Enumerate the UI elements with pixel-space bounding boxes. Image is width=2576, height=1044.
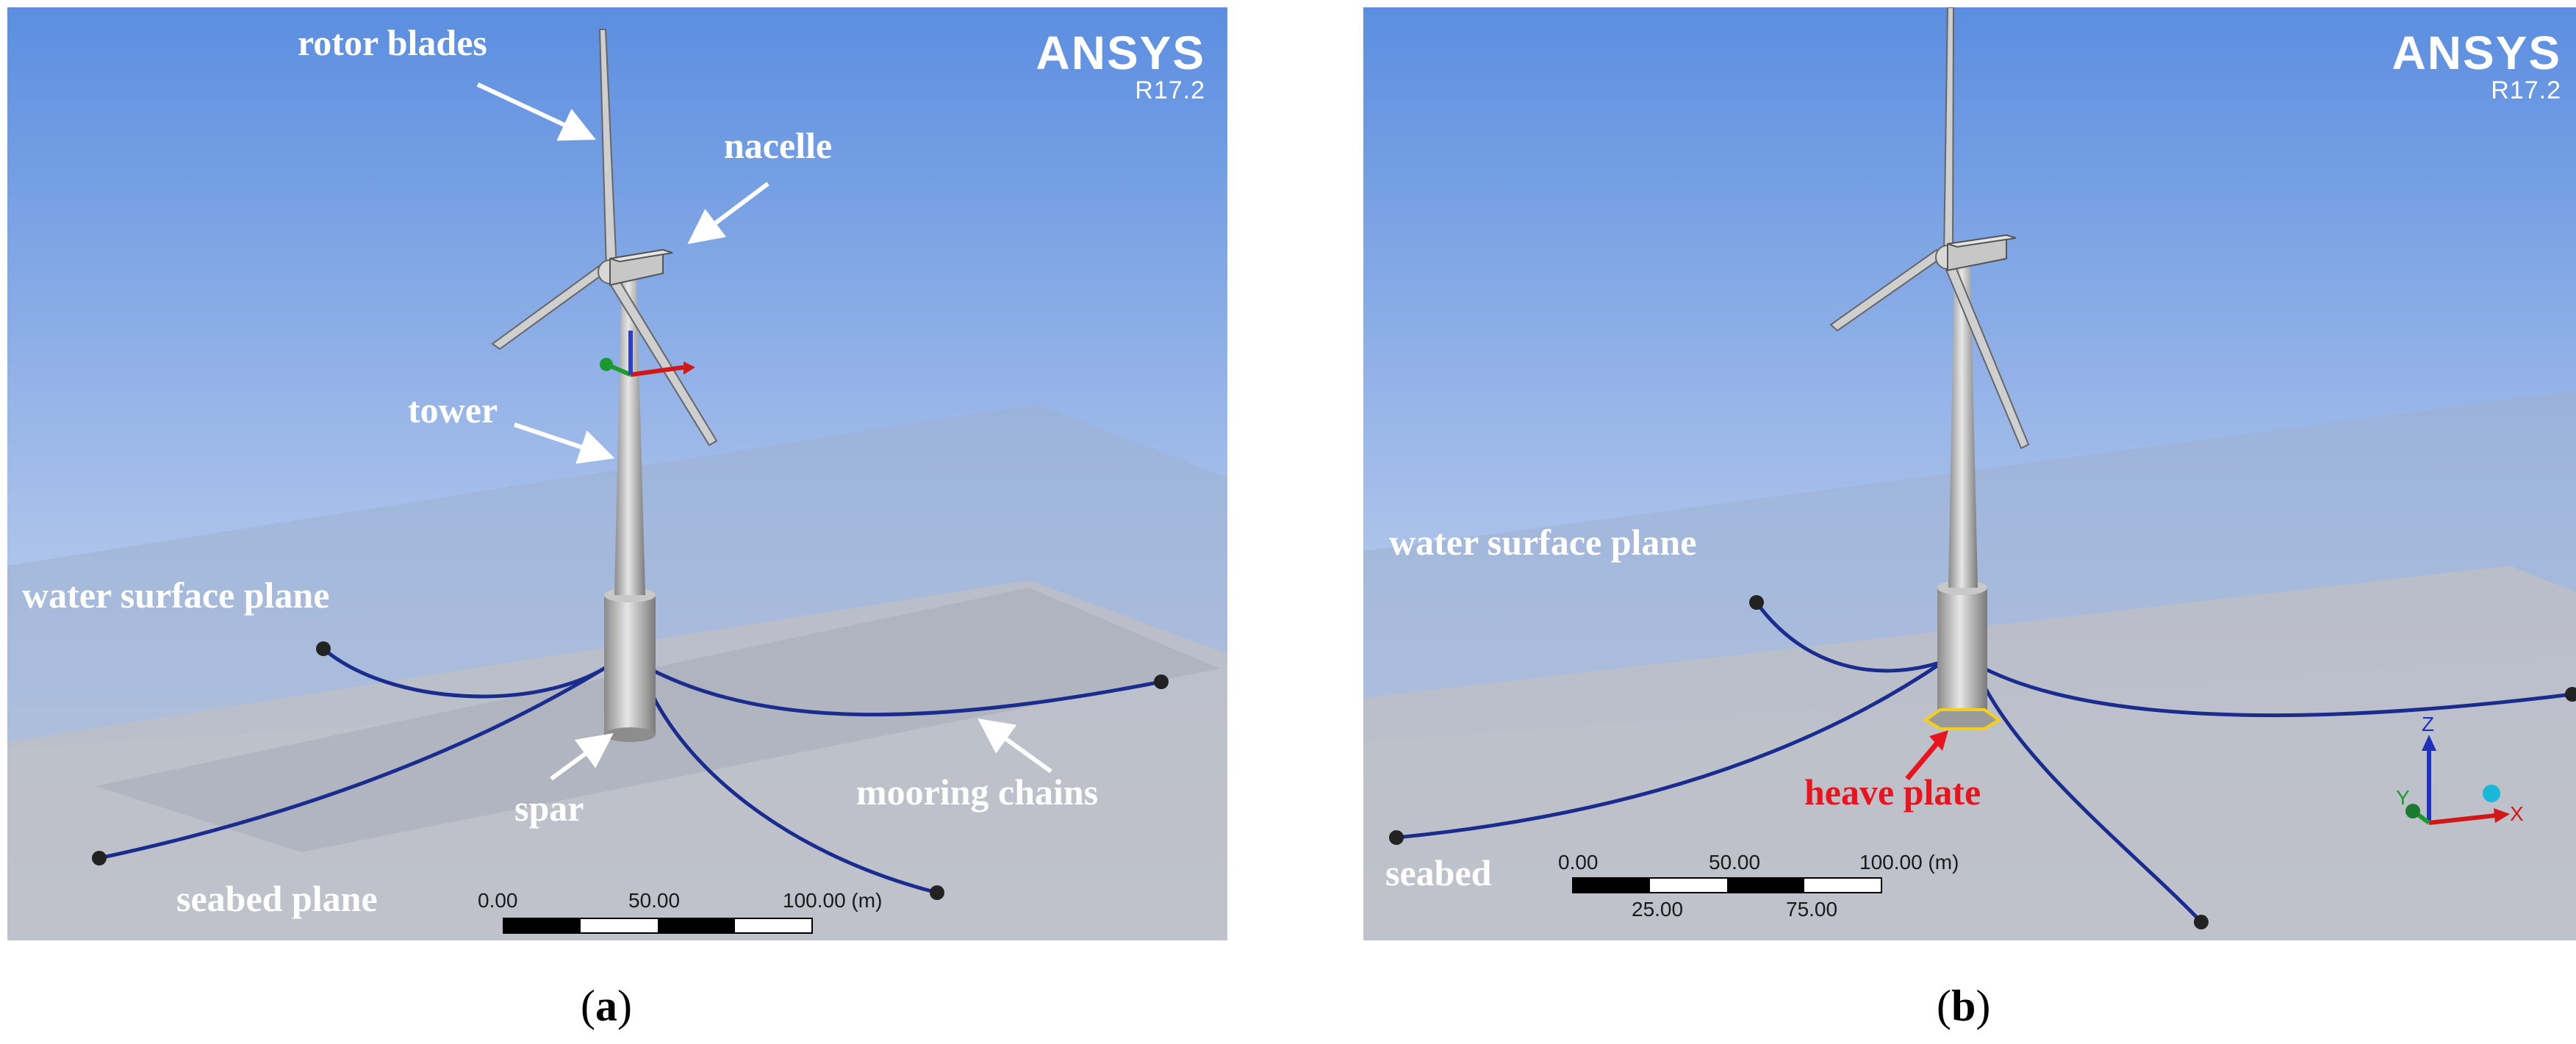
panel-b: ANSYS R17.2 water surface plane heave pl… (1363, 7, 2576, 940)
label-mooring-chains: mooring chains (856, 771, 1099, 813)
scale-tick-100: 100.00 (m) (783, 889, 883, 912)
heave-plate (1923, 708, 2002, 730)
mooring-chains (1396, 601, 2573, 924)
panel-b-scene (1363, 7, 2576, 940)
heave-plate-arrow (1905, 730, 1948, 781)
ansys-logo: ANSYS R17.2 (2392, 29, 2562, 104)
triad-z-label: Z (2422, 713, 2435, 735)
global-triad (2405, 735, 2510, 825)
spar (1937, 588, 1987, 720)
caption-b: (b) (1937, 982, 1991, 1030)
scale-tick-0: 0.00 (1558, 851, 1599, 874)
ansys-version: R17.2 (1135, 76, 1205, 104)
panel-a-scene (7, 7, 1227, 940)
label-seabed: seabed (1385, 852, 1492, 893)
label-spar: spar (514, 788, 584, 829)
caption-a-letter: a (595, 982, 617, 1030)
panel-a: ANSYS R17.2 rotor blades nacelle tower w… (7, 7, 1227, 940)
caption-b-letter: b (1951, 982, 1976, 1030)
tower (614, 279, 645, 595)
scale-tick-50: 50.00 (1709, 851, 1761, 874)
scale-tick-0: 0.00 (478, 889, 518, 912)
ansys-logo: ANSYS R17.2 (1036, 29, 1206, 104)
label-water-surface-plane: water surface plane (1389, 522, 1697, 563)
seabed-plane (1363, 566, 2576, 940)
scale-tick-100: 100.00 (m) (1859, 851, 1959, 874)
label-tower: tower (408, 389, 498, 431)
nacelle (609, 248, 673, 287)
scale-tick-25: 25.00 (1632, 898, 1684, 921)
label-nacelle: nacelle (724, 125, 833, 166)
triad-y-label: Y (2396, 786, 2410, 809)
label-arrows (476, 82, 1052, 781)
label-heave-plate: heave plate (1804, 771, 1981, 813)
caption-a: (a) (581, 982, 632, 1030)
scale-bar (1572, 877, 1882, 893)
triad-x-label: X (2510, 802, 2524, 825)
local-axes (600, 331, 695, 377)
ansys-version: R17.2 (2491, 76, 2561, 104)
ansys-brand: ANSYS (2392, 26, 2561, 79)
scale-tick-75: 75.00 (1786, 898, 1838, 921)
scale-tick-50: 50.00 (628, 889, 681, 912)
spar (604, 595, 656, 735)
label-water-surface-plane: water surface plane (22, 575, 330, 616)
scale-bar (503, 918, 813, 934)
seabed-shadow (96, 588, 1220, 852)
mooring-chains (98, 647, 1162, 895)
nacelle (1947, 234, 2017, 272)
label-seabed-plane: seabed plane (176, 878, 378, 919)
label-rotor-blades: rotor blades (298, 22, 487, 63)
ansys-brand: ANSYS (1036, 26, 1205, 79)
